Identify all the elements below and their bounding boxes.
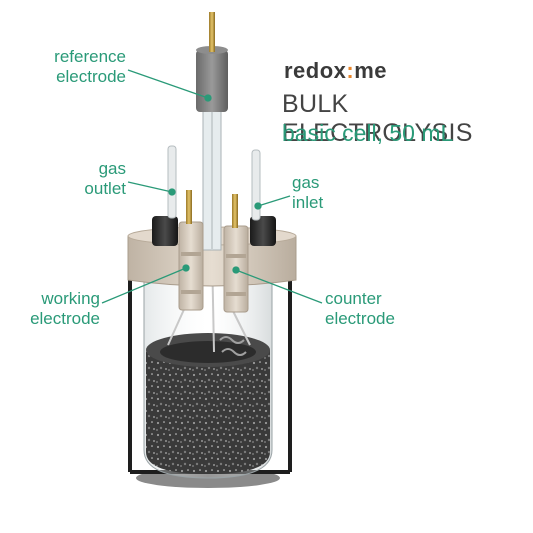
foam-counter-electrode xyxy=(146,350,270,474)
label-reference-electrode: reference electrode xyxy=(54,47,126,86)
gas-inlet-port xyxy=(250,216,276,246)
brand-logo: redox:me xyxy=(284,58,388,83)
leader-lines xyxy=(101,69,323,304)
label-gas-outlet: gas outlet xyxy=(84,159,126,198)
label-counter-electrode: counter electrode xyxy=(325,289,395,328)
counter-electrode-holder xyxy=(223,194,249,313)
gas-outlet-port xyxy=(152,216,178,246)
label-gas-inlet: gas inlet xyxy=(292,173,324,212)
diagram-title: BULK ELECTROLYSIS xyxy=(282,90,473,147)
gas-outlet-tube xyxy=(167,145,177,219)
cell-lid xyxy=(127,235,297,287)
reference-pin xyxy=(209,12,215,52)
working-electrode-holder xyxy=(178,190,204,311)
diagram-subtitle: basic cell, 50 mL xyxy=(282,120,454,146)
label-working-electrode: working electrode xyxy=(30,289,100,328)
reference-electrode-body xyxy=(196,50,228,112)
